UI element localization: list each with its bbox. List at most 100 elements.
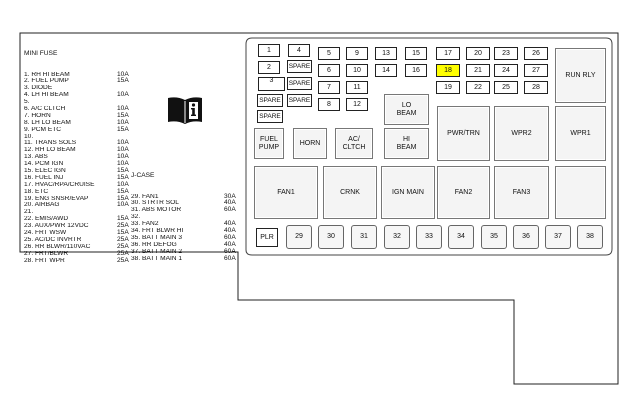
- diode-3: 3: [258, 77, 285, 91]
- fan1-relay: FAN1: [254, 166, 318, 219]
- jcase-fuse-33: 33: [416, 225, 442, 249]
- fan3-relay: FAN3: [494, 166, 549, 219]
- mini-fuse-amp: 25A: [117, 249, 129, 257]
- book-info-icon: [168, 97, 202, 124]
- fuse-27: 27: [524, 64, 548, 77]
- mini-fuse-amp: 25A: [117, 235, 129, 243]
- jcase-fuse-36: 36: [513, 225, 539, 249]
- ac-clutch-relay: AC/ CLTCH: [335, 128, 373, 159]
- mini-fuse-name: 7. HORN: [24, 112, 51, 119]
- fuse-24: 24: [494, 64, 518, 77]
- ign-main-relay: IGN MAIN: [381, 166, 435, 219]
- fuse-5: 5: [318, 47, 340, 60]
- jcase-name: 32.: [131, 214, 141, 221]
- mini-fuse-row: 28. FRT WPR 25A: [24, 256, 132, 265]
- fuse-20: 20: [466, 47, 490, 60]
- mini-fuse-row: 3. DIODE: [24, 85, 132, 92]
- mini-fuse-name: 13. ABS: [24, 154, 48, 161]
- mini-fuse-amp: 10A: [117, 180, 129, 188]
- mini-fuse-name: 22. EMIS/AWD: [24, 216, 69, 223]
- mini-fuse-amp: 15A: [117, 166, 129, 174]
- hi-beam-relay: HI BEAM: [384, 128, 429, 159]
- fan2-relay: FAN2: [437, 166, 490, 219]
- mini-fuse-amp: 25A: [117, 256, 129, 264]
- mini-fuse-name: 27. FRT/BLWR: [24, 250, 69, 257]
- fuse-21: 21: [466, 64, 490, 77]
- mini-fuse-amp: 15A: [117, 125, 129, 133]
- crnk-relay: CRNK: [323, 166, 377, 219]
- mini-fuse-name: 3. DIODE: [24, 85, 53, 92]
- mini-fuse-name: 23. AUX/PWR 12VDC: [24, 223, 89, 230]
- jcase-amp: 60A: [224, 254, 236, 262]
- mini-fuse-amp: 15A: [117, 173, 129, 181]
- fuse-14: 14: [375, 64, 397, 77]
- mini-fuse-name: 5.: [24, 99, 30, 106]
- fuse-25: 25: [494, 81, 518, 94]
- horn-relay: HORN: [293, 128, 327, 159]
- mini-fuse-amp: 10A: [117, 160, 129, 168]
- fuse-7: 7: [318, 81, 340, 94]
- fuse-11: 11: [346, 81, 368, 94]
- jcase-fuse-30: 30: [318, 225, 344, 249]
- fuse-16: 16: [405, 64, 427, 77]
- mini-fuse-amp: 15A: [117, 77, 129, 85]
- fuse-12: 12: [346, 98, 368, 111]
- mini-fuse-name: 1. RH HI BEAM: [24, 71, 70, 78]
- jcase-fuse-37: 37: [545, 225, 571, 249]
- spare-fuse-5: SPARE: [257, 110, 283, 123]
- fuse-10: 10: [346, 64, 368, 77]
- jcase-name: 38. BATT MAIN 1: [131, 255, 183, 262]
- fuse-18-highlighted: 18: [436, 64, 460, 77]
- mini-fuse-amp: 10A: [117, 146, 129, 154]
- jcase-name: 37. BATT MAIN 2: [131, 248, 183, 255]
- mini-fuse-name: 15. ELEC IGN: [24, 167, 66, 174]
- jcase-amp: 40A: [224, 226, 236, 234]
- fuse-28: 28: [524, 81, 548, 94]
- mini-fuse-name: 21.: [24, 209, 34, 216]
- jcase-fuse-34: 34: [448, 225, 474, 249]
- jcase-row: 32.: [131, 214, 239, 221]
- fuse-1: 1: [258, 44, 280, 57]
- mini-fuse-amp: 25A: [117, 242, 129, 250]
- mini-fuse-row: 10.: [24, 134, 132, 141]
- mini-fuse-row: 27. FRT/BLWR 25A: [24, 249, 132, 258]
- mini-fuse-amp: 10A: [117, 104, 129, 112]
- mini-fuse-name: 10.: [24, 133, 34, 140]
- mini-fuse-name: 24. FRT WSW: [24, 230, 67, 236]
- jcase-fuse-29: 29: [286, 225, 312, 249]
- mini-fuse-name: 26. RR BLWR/110VAC: [24, 243, 91, 250]
- fuse-23: 23: [494, 47, 518, 60]
- mini-fuse-title: MINI FUSE: [24, 49, 58, 57]
- jcase-name: 29. FAN1: [131, 193, 159, 200]
- fuse-8: 8: [318, 98, 340, 111]
- fuse-19: 19: [436, 81, 460, 94]
- jcase-fuse-35: 35: [481, 225, 507, 249]
- mini-fuse-amp: 10A: [117, 153, 129, 161]
- jcase-amp: 40A: [224, 199, 236, 207]
- wpr2-relay: WPR2: [494, 106, 549, 161]
- mini-fuse-name: 28. FRT WPR: [24, 257, 65, 264]
- fuel-pump-relay: FUEL PUMP: [254, 128, 284, 159]
- jcase-amp: 40A: [224, 240, 236, 248]
- jcase-name: 31. ABS MOTOR: [131, 207, 182, 214]
- jcase-amp: 60A: [224, 233, 236, 241]
- fuse-26: 26: [524, 47, 548, 60]
- mini-fuse-row: 5.: [24, 99, 132, 106]
- mini-fuse-amp: 10A: [117, 139, 129, 147]
